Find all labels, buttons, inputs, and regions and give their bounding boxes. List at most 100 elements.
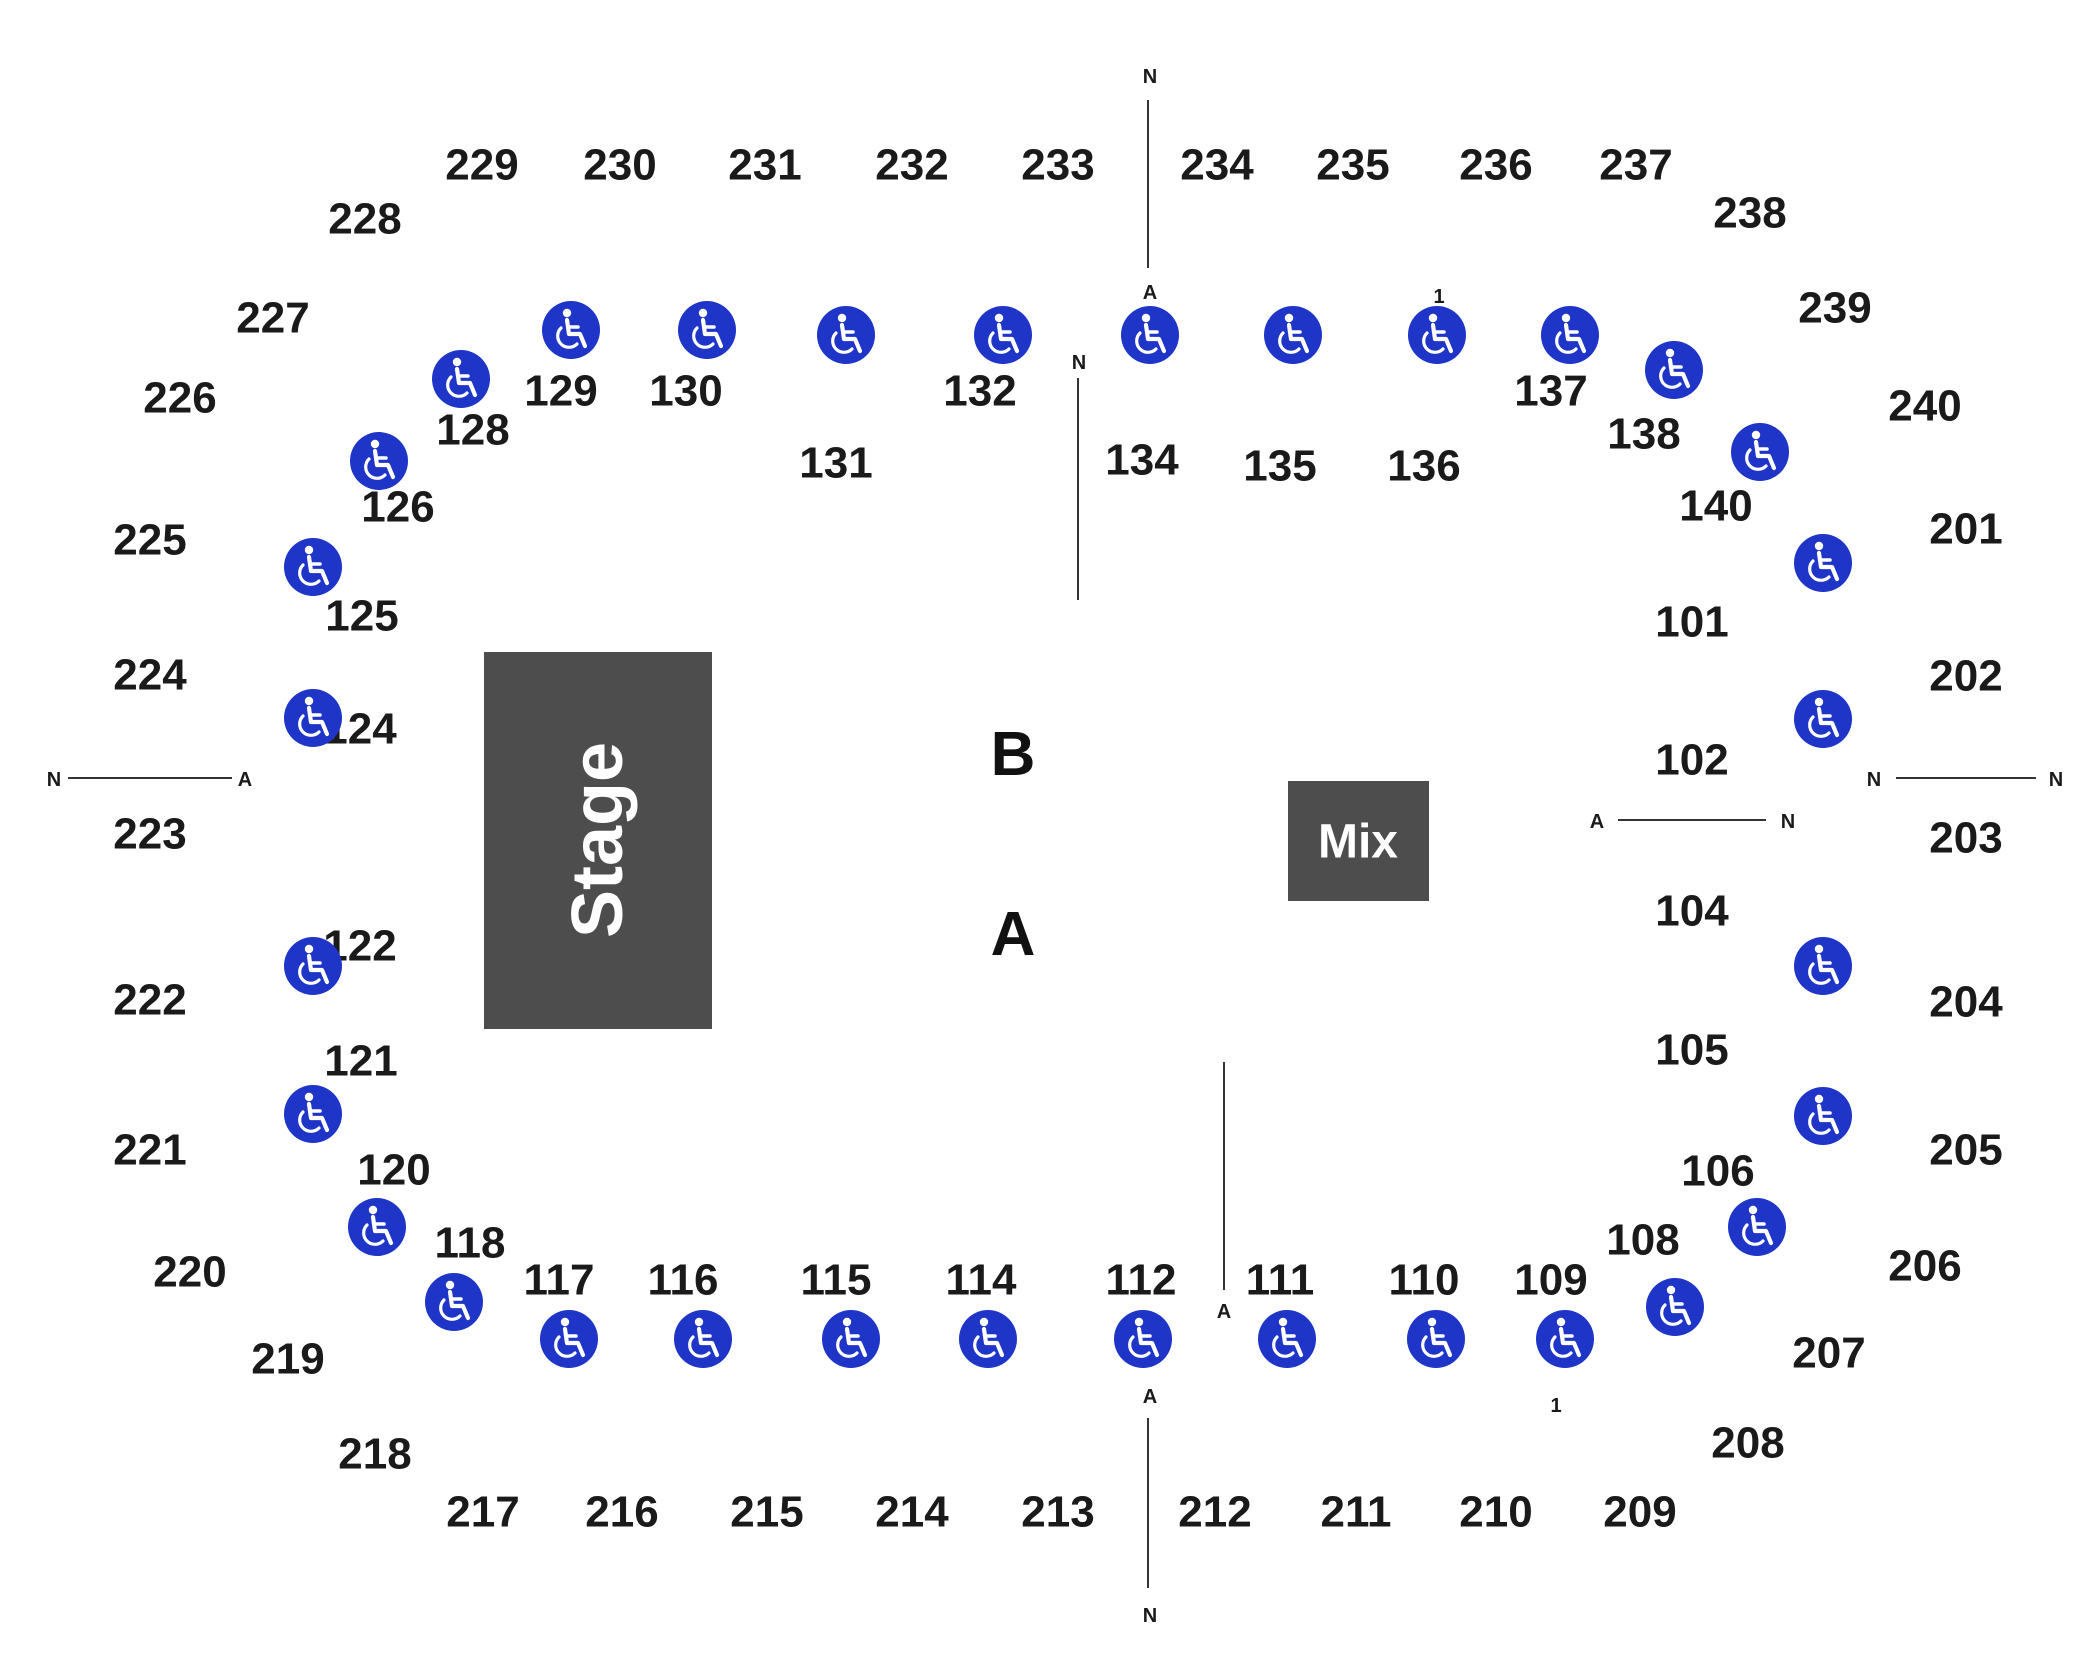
section-125[interactable]: 125 [325,592,398,641]
wheelchair-icon[interactable] [1121,306,1179,364]
wheelchair-icon[interactable] [348,1198,406,1256]
section-118[interactable]: 118 [435,1219,506,1268]
section-101[interactable]: 101 [1655,598,1728,647]
section-234[interactable]: 234 [1180,141,1254,190]
section-235[interactable]: 235 [1316,141,1389,190]
wheelchair-icon[interactable] [1264,306,1322,364]
section-129[interactable]: 129 [524,367,597,416]
section-226[interactable]: 226 [143,374,216,423]
section-130[interactable]: 130 [649,367,722,416]
section-219[interactable]: 219 [251,1335,324,1384]
section-220[interactable]: 220 [153,1248,226,1297]
section-232[interactable]: 232 [875,141,948,190]
wheelchair-icon[interactable] [674,1310,732,1368]
wheelchair-icon[interactable] [817,306,875,364]
section-203[interactable]: 203 [1929,814,2002,863]
section-213[interactable]: 213 [1021,1488,1094,1537]
section-217[interactable]: 217 [446,1488,519,1537]
section-131[interactable]: 131 [799,439,872,488]
section-204[interactable]: 204 [1929,978,2003,1027]
section-114[interactable]: 114 [946,1256,1018,1305]
section-236[interactable]: 236 [1459,141,1532,190]
section-105[interactable]: 105 [1655,1026,1728,1075]
section-108[interactable]: 108 [1606,1216,1679,1265]
section-211[interactable]: 211 [1321,1488,1392,1537]
wheelchair-icon[interactable] [678,301,736,359]
section-138[interactable]: 138 [1607,410,1680,459]
section-117[interactable]: 117 [524,1256,595,1305]
section-222[interactable]: 222 [113,976,186,1025]
wheelchair-icon[interactable] [1536,1310,1594,1368]
section-110[interactable]: 110 [1389,1256,1460,1305]
wheelchair-icon[interactable] [432,350,490,408]
wheelchair-icon[interactable] [1258,1310,1316,1368]
section-229[interactable]: 229 [445,141,518,190]
wheelchair-icon[interactable] [1645,341,1703,399]
section-215[interactable]: 215 [730,1488,803,1537]
section-121[interactable]: 121 [324,1037,397,1086]
section-209[interactable]: 209 [1603,1488,1676,1537]
floor-zone-a[interactable]: A [991,900,1036,969]
section-109[interactable]: 109 [1514,1256,1587,1305]
section-132[interactable]: 132 [943,367,1016,416]
section-120[interactable]: 120 [357,1146,430,1195]
section-233[interactable]: 233 [1021,141,1094,190]
wheelchair-icon[interactable] [284,538,342,596]
section-136[interactable]: 136 [1387,442,1460,491]
wheelchair-icon[interactable] [1408,306,1466,364]
section-216[interactable]: 216 [585,1488,658,1537]
wheelchair-icon[interactable] [1794,534,1852,592]
section-210[interactable]: 210 [1459,1488,1532,1537]
section-140[interactable]: 140 [1679,482,1752,531]
wheelchair-icon[interactable] [822,1310,880,1368]
section-212[interactable]: 212 [1178,1488,1251,1537]
section-231[interactable]: 231 [728,141,801,190]
wheelchair-icon[interactable] [425,1273,483,1331]
section-221[interactable]: 221 [113,1126,186,1175]
wheelchair-icon[interactable] [1794,690,1852,748]
section-126[interactable]: 126 [361,483,434,532]
section-112[interactable]: 112 [1106,1256,1177,1305]
section-134[interactable]: 134 [1105,436,1179,485]
section-218[interactable]: 218 [338,1430,411,1479]
wheelchair-icon[interactable] [1407,1310,1465,1368]
stage[interactable]: Stage [484,652,712,1029]
section-206[interactable]: 206 [1888,1242,1961,1291]
section-104[interactable]: 104 [1655,887,1729,936]
section-106[interactable]: 106 [1681,1147,1754,1196]
section-111[interactable]: 111 [1246,1256,1315,1305]
section-228[interactable]: 228 [328,195,401,244]
section-227[interactable]: 227 [236,294,309,343]
wheelchair-icon[interactable] [974,306,1032,364]
section-238[interactable]: 238 [1713,189,1786,238]
section-201[interactable]: 201 [1929,505,2002,554]
wheelchair-icon[interactable] [959,1310,1017,1368]
section-223[interactable]: 223 [113,810,186,859]
section-128[interactable]: 128 [436,406,509,455]
section-237[interactable]: 237 [1599,141,1672,190]
section-137[interactable]: 137 [1514,367,1587,416]
wheelchair-icon[interactable] [1114,1310,1172,1368]
wheelchair-icon[interactable] [1731,423,1789,481]
wheelchair-icon[interactable] [542,301,600,359]
wheelchair-icon[interactable] [1646,1278,1704,1336]
section-240[interactable]: 240 [1888,382,1961,431]
section-208[interactable]: 208 [1711,1419,1784,1468]
wheelchair-icon[interactable] [1728,1198,1786,1256]
wheelchair-icon[interactable] [284,937,342,995]
section-116[interactable]: 116 [648,1256,719,1305]
wheelchair-icon[interactable] [1794,1087,1852,1145]
section-207[interactable]: 207 [1792,1329,1865,1378]
section-115[interactable]: 115 [801,1256,872,1305]
wheelchair-icon[interactable] [350,432,408,490]
mix-position[interactable]: Mix [1288,781,1429,901]
wheelchair-icon[interactable] [284,1085,342,1143]
section-205[interactable]: 205 [1929,1126,2002,1175]
section-239[interactable]: 239 [1798,284,1871,333]
wheelchair-icon[interactable] [1541,306,1599,364]
section-214[interactable]: 214 [875,1488,949,1537]
section-102[interactable]: 102 [1655,736,1728,785]
wheelchair-icon[interactable] [284,689,342,747]
floor-zone-b[interactable]: B [991,720,1036,789]
wheelchair-icon[interactable] [1794,937,1852,995]
